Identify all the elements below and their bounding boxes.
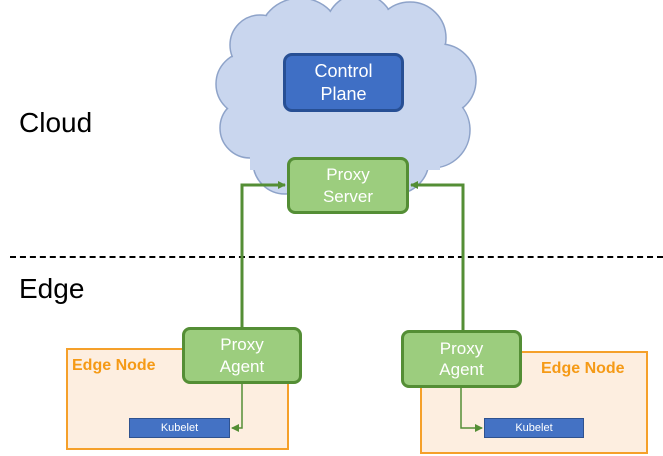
edge-node-right-title: Edge Node: [541, 360, 625, 377]
kubelet-right-label: Kubelet: [515, 422, 553, 434]
connector-right-agent-to-server: [410, 181, 465, 330]
cloud-region-label: Cloud: [19, 107, 93, 138]
cloud-edge-divider: [10, 256, 663, 258]
connector-right-agent-to-kubelet: [460, 388, 483, 432]
kubelet-left-box: Kubelet: [129, 418, 230, 438]
connector-left-agent-to-kubelet: [231, 384, 243, 432]
kubelet-left-label: Kubelet: [160, 422, 199, 434]
kubelet-right-box: Kubelet: [484, 418, 584, 438]
edge-node-left-title: Edge Node: [72, 357, 156, 374]
connector-left-agent-to-server: [240, 181, 286, 327]
edge-region-label: Edge: [19, 273, 85, 304]
